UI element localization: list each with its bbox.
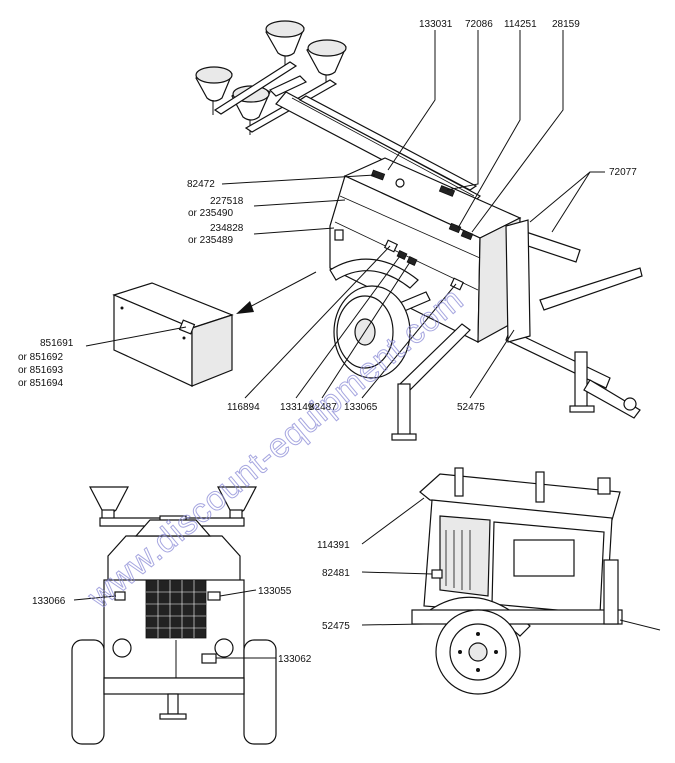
lamp-head-4 xyxy=(306,39,347,90)
label-133149: 133149 xyxy=(280,402,314,413)
side-view-door-open xyxy=(411,467,661,695)
label-82472: 82472 xyxy=(187,179,215,190)
label-227518: 227518 xyxy=(210,196,244,207)
light-tower-isometric-view xyxy=(112,20,643,441)
label-52475b: 52475 xyxy=(322,621,350,632)
label-235489: or 235489 xyxy=(188,235,233,246)
label-72086: 72086 xyxy=(465,19,493,30)
label-72077: 72077 xyxy=(609,167,637,178)
label-52475a: 52475 xyxy=(457,402,485,413)
label-114251: 114251 xyxy=(504,19,537,30)
label-851693: or 851693 xyxy=(18,365,63,376)
lamp-head-3 xyxy=(265,20,305,68)
lamp-head-1 xyxy=(195,66,233,115)
label-851694: or 851694 xyxy=(18,378,63,389)
label-114391: 114391 xyxy=(317,540,350,551)
leader-lines xyxy=(73,30,605,659)
battery-box xyxy=(112,282,234,387)
label-133062: 133062 xyxy=(278,654,312,665)
label-851691: 851691 xyxy=(40,338,74,349)
label-235490: or 235490 xyxy=(188,208,233,219)
label-234828: 234828 xyxy=(210,223,244,234)
label-28159: 28159 xyxy=(552,19,580,30)
label-116894: 116894 xyxy=(227,402,260,413)
label-82481: 82481 xyxy=(322,568,350,579)
label-133065: 133065 xyxy=(344,402,378,413)
rear-view xyxy=(71,486,277,745)
part-number-labels: 133031 72086 114251 28159 72077 82472 22… xyxy=(18,19,637,665)
label-133055: 133055 xyxy=(258,586,292,597)
label-82487: 82487 xyxy=(309,402,337,413)
label-133066: 133066 xyxy=(32,596,66,607)
label-133031: 133031 xyxy=(419,19,453,30)
label-851692: or 851692 xyxy=(18,352,63,363)
trailer-tire-side xyxy=(435,609,521,695)
removal-arrow xyxy=(236,271,317,314)
